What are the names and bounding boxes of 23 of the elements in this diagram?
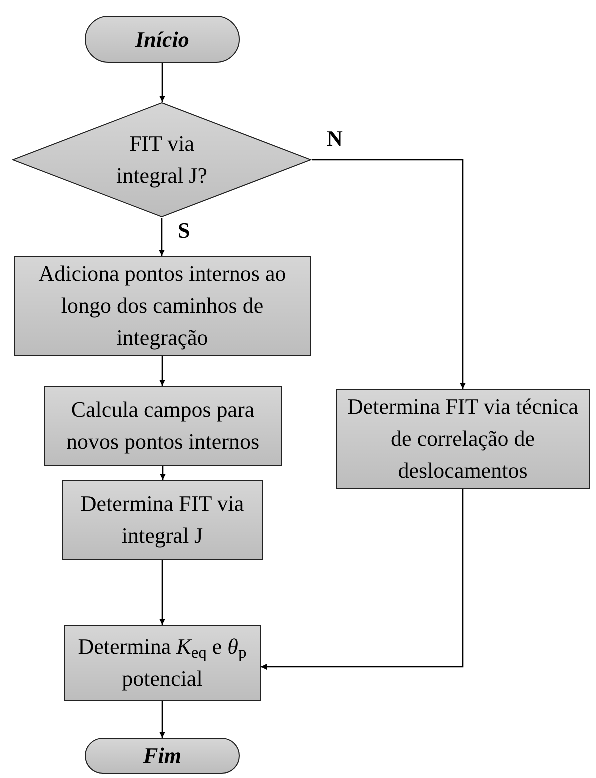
- node-label: FIT via integral J?: [115, 130, 209, 190]
- process-box: [64, 625, 261, 701]
- node-label: Fim: [144, 742, 182, 770]
- arrow: [160, 63, 166, 102]
- node-label: Início: [136, 26, 190, 54]
- node-label: Adiciona pontos internos ao longo dos caminhos de integração: [38, 260, 288, 352]
- arrow: [160, 466, 166, 480]
- arrow: [160, 560, 166, 625]
- arrow: [312, 159, 466, 389]
- terminal-shape: [85, 16, 240, 63]
- process-box: [14, 256, 311, 356]
- arrow: [160, 701, 166, 738]
- node-label: Determina FIT via integral J: [80, 490, 246, 550]
- node-label: Determina K$_{eq}$ e θ$_{p}$ potencial: [77, 633, 248, 693]
- node-label: Calcula campos para novos pontos internos: [65, 396, 261, 456]
- arrow: [261, 489, 464, 670]
- arrow: [159, 218, 165, 256]
- process-box: [62, 480, 263, 560]
- process-box: [44, 386, 282, 466]
- node-label: Determina FIT via técnica de correlação de deslocamentos: [346, 393, 580, 485]
- process-box: [336, 389, 590, 489]
- arrow: [160, 356, 166, 386]
- terminal-shape: [85, 738, 240, 774]
